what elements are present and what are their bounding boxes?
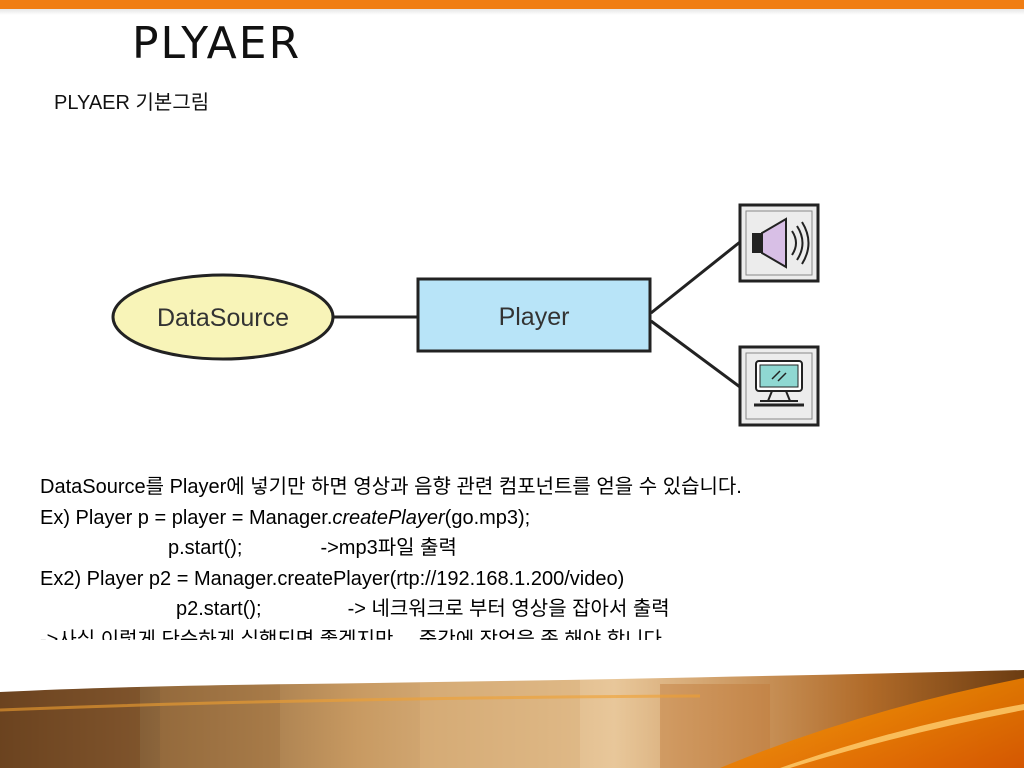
body-line-5: p2.start();-> 네크워크로 부터 영상을 잡아서 출력 xyxy=(40,594,1010,625)
body-line-3: p.start();->mp3파일 출력 xyxy=(40,533,1010,564)
slide-title: PLYAER xyxy=(132,18,301,69)
player-to-monitor-line xyxy=(651,321,740,387)
top-accent-bar xyxy=(0,0,1024,9)
player-to-speaker-line xyxy=(651,242,740,313)
speaker-icon xyxy=(740,205,818,281)
player-diagram: DataSource Player xyxy=(100,195,830,435)
footer-decoration xyxy=(0,640,1024,768)
player-node: Player xyxy=(418,279,650,351)
datasource-label: DataSource xyxy=(157,304,289,332)
player-label: Player xyxy=(499,303,570,331)
slide-subtitle: PLYAER 기본그림 xyxy=(54,86,209,115)
body-line-2: Ex) Player p = player = Manager.createPl… xyxy=(40,503,1010,534)
body-line-4: Ex2) Player p2 = Manager.createPlayer(rt… xyxy=(40,564,1010,595)
monitor-icon xyxy=(740,347,818,425)
body-text: DataSource를 Player에 넣기만 하면 영상과 음향 관련 컴포넌… xyxy=(40,472,1010,655)
datasource-node: DataSource xyxy=(113,275,333,359)
body-line-1: DataSource를 Player에 넣기만 하면 영상과 음향 관련 컴포넌… xyxy=(40,472,1010,503)
top-bar-shadow xyxy=(0,9,1024,15)
